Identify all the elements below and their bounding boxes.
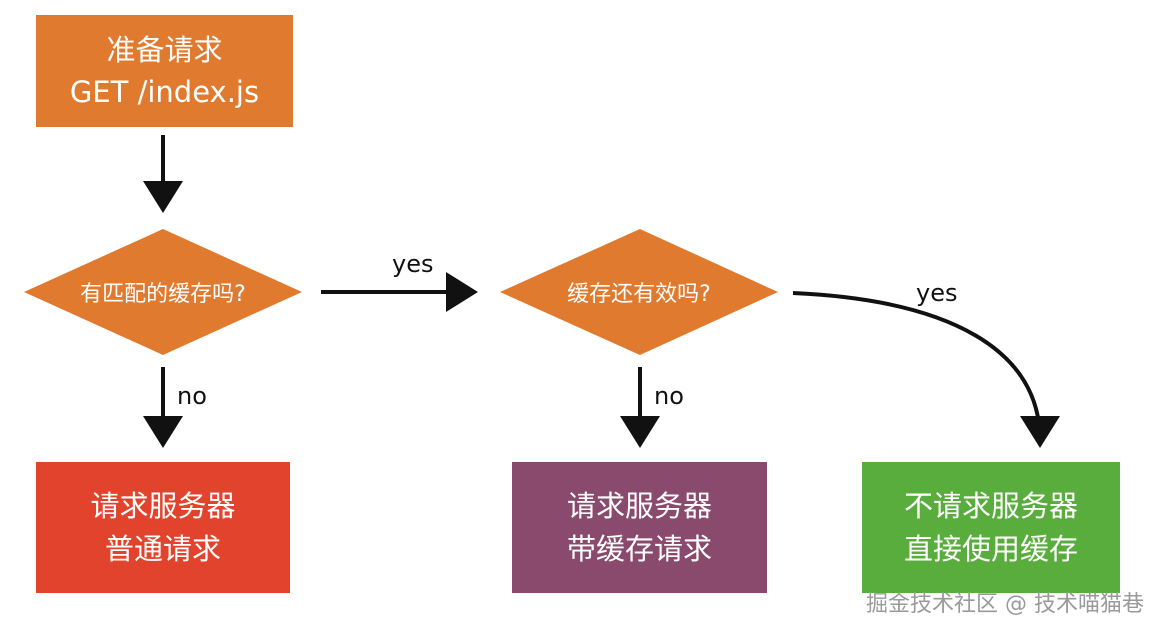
edge-label-match-yes: yes <box>392 250 434 278</box>
decision-valid-shape <box>500 229 778 355</box>
normal-request-shape <box>36 462 290 593</box>
cached-request-line1: 请求服务器 <box>566 489 712 524</box>
start-box-shape <box>36 15 293 127</box>
decision-valid-label: 缓存还有效吗? <box>567 282 711 307</box>
edge-label-match-no: no <box>177 382 207 410</box>
normal-request-node: 请求服务器 普通请求 <box>36 462 290 593</box>
cached-request-line2: 带缓存请求 <box>566 531 712 566</box>
cached-request-shape <box>512 462 767 593</box>
start-node-line1: 准备请求 <box>106 32 223 67</box>
start-node: 准备请求 GET /index.js <box>36 15 293 127</box>
arrow-valid-yes <box>792 291 1060 448</box>
decision-match-shape <box>24 229 302 355</box>
start-node-line2: GET /index.js <box>69 75 260 109</box>
cached-request-node: 请求服务器 带缓存请求 <box>512 462 767 593</box>
edge-label-valid-yes: yes <box>916 279 958 307</box>
edge-label-valid-no: no <box>654 382 684 410</box>
normal-request-line2: 普通请求 <box>104 531 221 566</box>
decision-match-label: 有匹配的缓存吗? <box>80 282 246 307</box>
normal-request-line1: 请求服务器 <box>90 489 236 524</box>
use-cache-node: 不请求服务器 直接使用缓存 <box>862 462 1120 593</box>
watermark: 掘金技术社区 @ 技术喵猫巷 <box>866 592 1144 617</box>
use-cache-line2: 直接使用缓存 <box>903 531 1078 566</box>
use-cache-shape <box>862 462 1120 593</box>
use-cache-line1: 不请求服务器 <box>903 489 1078 524</box>
